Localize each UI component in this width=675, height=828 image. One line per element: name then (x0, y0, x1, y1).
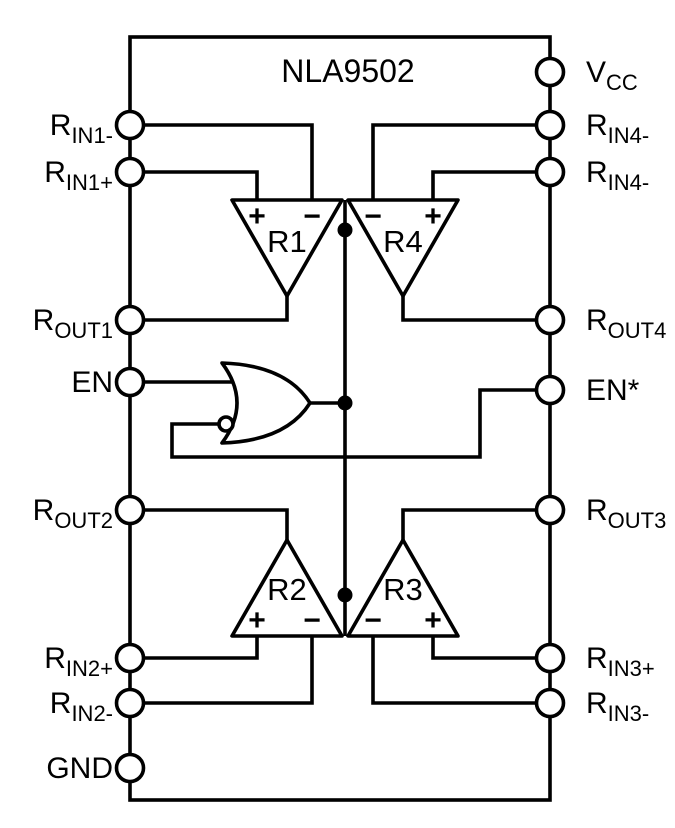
chip-title: NLA9502 (281, 53, 414, 89)
pin-en-star (534, 374, 566, 406)
junction-dot-gate (337, 395, 353, 411)
comparator-r4-minus-sign: − (364, 200, 382, 233)
comparator-r2-body (230, 538, 344, 638)
comparator-r4-label: R4 (383, 224, 423, 259)
comparator-r1-plus-sign: + (248, 200, 266, 233)
pin-en (114, 366, 146, 398)
wire-rin2-plus (130, 636, 259, 660)
wire-rin1-minus (130, 123, 314, 200)
pin-label-rin2-plus: RIN2+ (44, 642, 113, 681)
pin-rin2-minus (114, 687, 146, 719)
comparator-r1-minus-sign: − (303, 200, 321, 233)
pin-label-gnd: GND (46, 752, 113, 785)
pin-gnd (114, 752, 146, 784)
comparator-r1-body (230, 198, 344, 298)
junction-dot-top (337, 222, 353, 238)
comparator-r2-label: R2 (267, 572, 307, 607)
pin-rin2-plus (114, 642, 146, 674)
pin-rout3 (534, 494, 566, 526)
wire-rout2 (130, 508, 289, 540)
comparator-r3: − + R3 (346, 538, 460, 638)
pin-label-rin4-minus-1: RIN4- (586, 109, 649, 148)
pin-label-rout4: ROUT4 (586, 304, 666, 343)
comparator-r3-minus-sign: − (364, 604, 382, 637)
wire-rin4-minus (371, 123, 550, 200)
pin-rout2 (114, 494, 146, 526)
pin-rin1-minus (114, 109, 146, 141)
wire-rin3-minus (371, 636, 550, 705)
ic-outline (128, 35, 552, 802)
comparator-r1-label: R1 (267, 224, 307, 259)
wire-rin4-plus (431, 170, 550, 200)
pin-rin3-minus (534, 687, 566, 719)
pin-label-vcc: VCC (586, 56, 638, 95)
comparator-r3-label: R3 (383, 572, 423, 607)
pin-label-rin1-minus: RIN1- (50, 109, 113, 148)
wire-rin1-plus (130, 170, 259, 200)
pin-label-rin3-minus: RIN3- (586, 687, 649, 726)
wire-rin3-plus (431, 636, 550, 660)
wire-rout4 (401, 296, 550, 322)
comparator-r2-plus-sign: + (248, 604, 266, 637)
comparator-r4-body (346, 198, 460, 298)
pin-label-en-star: EN* (586, 374, 640, 407)
wire-rin2-minus (130, 636, 314, 705)
pin-label-rin2-minus: RIN2- (50, 687, 113, 726)
pin-label-rin3-plus: RIN3+ (586, 642, 655, 681)
pin-rin3-plus (534, 642, 566, 674)
comparator-r2: + − R2 (230, 538, 344, 638)
enable-gate-body (220, 361, 312, 445)
pin-label-en: EN (71, 366, 113, 399)
pin-label-rout3: ROUT3 (586, 494, 666, 533)
wire-en-star-route (170, 388, 550, 459)
wire-rout3 (401, 508, 550, 540)
comparator-r2-minus-sign: − (303, 604, 321, 637)
comparator-r4-plus-sign: + (424, 200, 442, 233)
comparator-r1: + − R1 (230, 198, 344, 298)
pin-label-rin4-minus-2: RIN4- (586, 156, 649, 195)
pin-rout4 (534, 304, 566, 336)
pin-label-rout2: ROUT2 (33, 494, 113, 533)
wire-rout1 (130, 296, 289, 322)
pin-rin4-minus-2 (534, 156, 566, 188)
pin-rout1 (114, 304, 146, 336)
comparator-r3-plus-sign: + (424, 604, 442, 637)
pin-vcc (534, 56, 566, 88)
pin-rin1-plus (114, 156, 146, 188)
comparator-r3-body (346, 538, 460, 638)
comparator-r4: − + R4 (346, 198, 460, 298)
inverter-bubble-icon (217, 415, 235, 433)
pin-label-rout1: ROUT1 (33, 304, 113, 343)
junction-dot-bottom (337, 587, 353, 603)
pin-label-rin1-plus: RIN1+ (44, 156, 113, 195)
pin-rin4-minus-1 (534, 109, 566, 141)
